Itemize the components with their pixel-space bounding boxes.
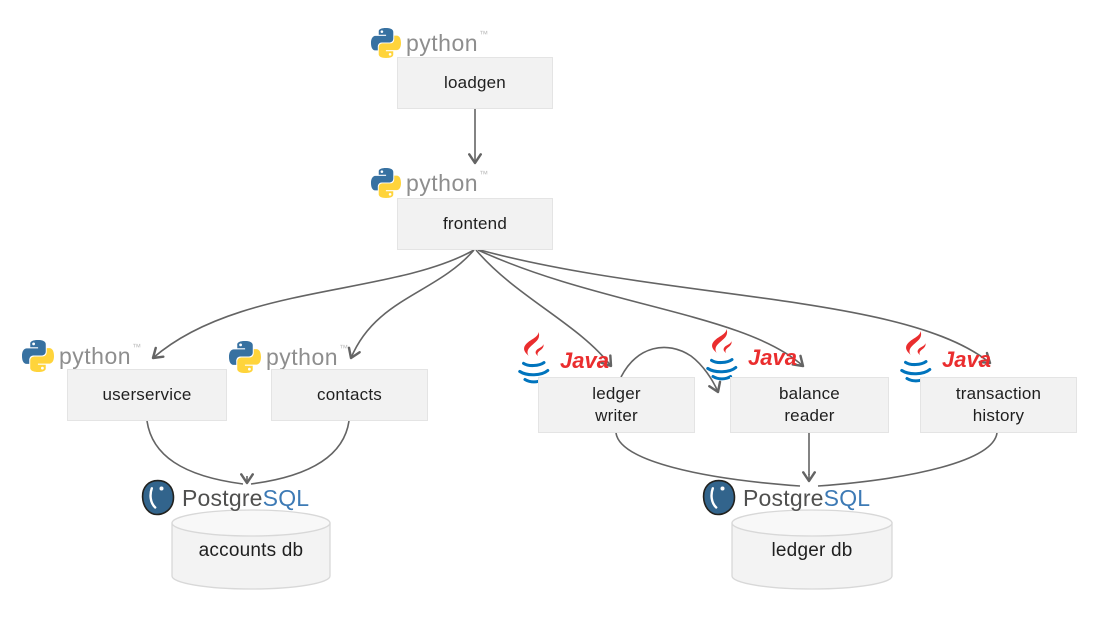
edge-frontend-balance-reader	[477, 249, 805, 368]
python-icon	[22, 340, 54, 372]
python-wordmark: python	[59, 342, 132, 369]
java-icon	[706, 329, 738, 381]
edge-frontend-ledger-writer	[475, 249, 613, 368]
java-wordmark: Java	[748, 344, 797, 370]
node-userservice: userservice	[67, 369, 227, 421]
node-label: frontend	[443, 213, 507, 233]
node-frontend: frontend	[397, 198, 553, 250]
node-label: loadgen	[444, 72, 506, 92]
postgresql-wordmark: PostgreSQL	[182, 484, 310, 511]
postgresql-logo-ledger-db: PostgreSQL	[701, 479, 870, 517]
edge-frontend-transaction-history	[479, 249, 992, 365]
ledger-db-cylinder	[731, 509, 893, 590]
trademark-symbol: ™	[339, 343, 349, 353]
python-icon	[371, 28, 401, 58]
java-wordmark: Java	[560, 347, 609, 373]
python-wordmark: python	[406, 29, 479, 56]
trademark-symbol: ™	[479, 169, 489, 179]
java-logo-ledger-writer: Java	[511, 332, 609, 389]
trademark-symbol: ™	[479, 29, 489, 39]
node-contacts: contacts	[271, 369, 428, 421]
node-balance-reader: balance reader	[730, 377, 889, 433]
node-ledger-writer: ledger writer	[538, 377, 695, 433]
node-label: userservice	[102, 384, 192, 404]
postgresql-elephant-icon	[141, 479, 175, 516]
node-label: ledger writer	[592, 383, 641, 425]
java-logo-balance-reader: Java	[699, 329, 797, 386]
java-wordmark: Java	[942, 346, 991, 372]
python-icon	[371, 168, 401, 198]
node-label: contacts	[317, 384, 382, 404]
java-icon	[900, 331, 932, 383]
edge-contacts-accounts-db	[250, 420, 350, 485]
python-wordmark: python	[406, 169, 479, 196]
edge-ledger-writer-ledger-db	[615, 432, 801, 487]
node-transaction-history: transaction history	[920, 377, 1077, 433]
java-icon	[518, 332, 550, 384]
java-logo-transaction-history: Java	[893, 331, 991, 388]
edge-userservice-accounts-db	[146, 420, 244, 485]
accounts-db-cylinder	[171, 509, 331, 590]
node-accounts-db: accounts db	[198, 540, 304, 561]
python-wordmark: python	[266, 343, 339, 370]
edge-frontend-userservice	[151, 249, 475, 360]
node-label: transaction history	[955, 383, 1042, 425]
node-loadgen: loadgen	[397, 57, 553, 109]
node-label: balance reader	[779, 383, 840, 425]
edge-ledger-writer-balance-reader	[620, 346, 722, 394]
edge-frontend-contacts	[347, 249, 475, 360]
postgresql-wordmark: PostgreSQL	[743, 484, 871, 511]
postgresql-logo-accounts-db: PostgreSQL	[140, 479, 309, 517]
edge-transaction-history-ledger-db	[817, 432, 998, 487]
node-ledger-db: ledger db	[771, 540, 853, 561]
trademark-symbol: ™	[132, 342, 142, 352]
postgresql-elephant-icon	[702, 479, 736, 516]
python-icon	[229, 341, 261, 373]
